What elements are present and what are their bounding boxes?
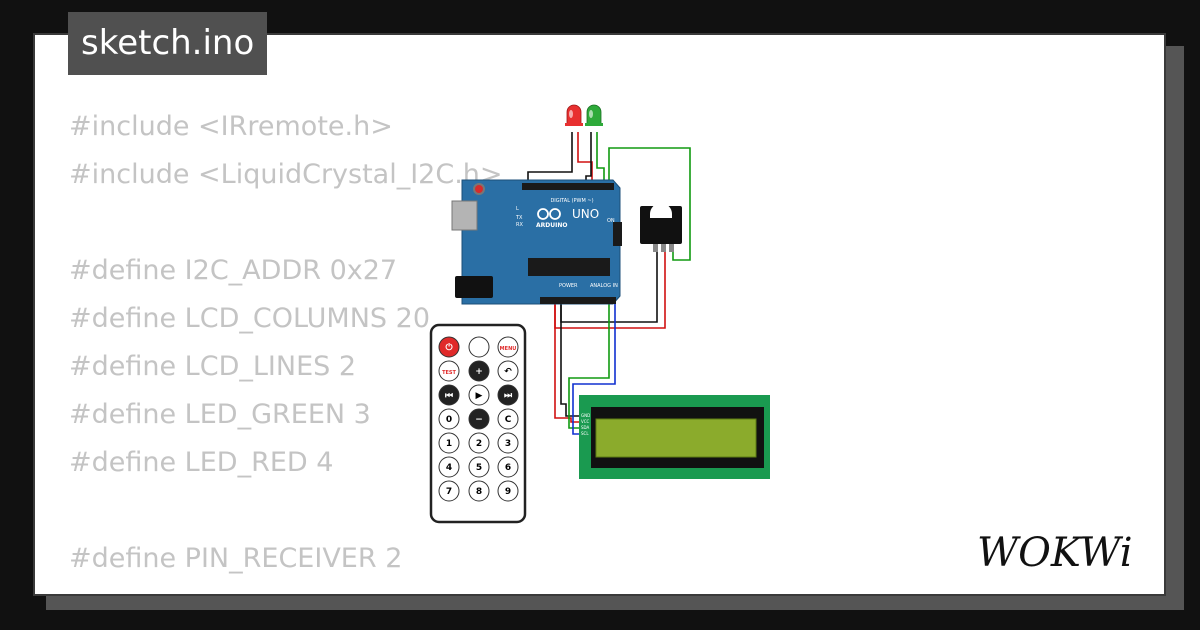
code-preview: #include <IRremote.h> #include <LiquidCry…: [69, 103, 503, 594]
power-label: POWER: [559, 283, 578, 289]
on-label: ON: [607, 218, 615, 224]
remote-button[interactable]: [468, 336, 490, 358]
remote-button[interactable]: 1: [438, 432, 460, 454]
digital-header: [522, 183, 614, 190]
wire-lcd-gnd: [560, 302, 579, 417]
tx-label: TX: [515, 215, 523, 221]
remote-button-label: 9: [505, 487, 511, 497]
remote-button-label: ↶: [504, 367, 512, 377]
ir-receiver[interactable]: [640, 203, 682, 252]
remote-button-label: ⏮: [445, 391, 453, 401]
usb-port: [451, 200, 478, 231]
remote-button[interactable]: 6: [497, 456, 519, 478]
remote-button-label: 2: [476, 439, 482, 449]
l-label: L: [516, 206, 519, 212]
remote-button[interactable]: −: [468, 408, 490, 430]
ir-remote[interactable]: ⏻ MENU TEST + ↶ ⏮ ▶ ⏭ 0 − C 1 2 3 4 5 6 7 8 9: [429, 323, 527, 524]
remote-button-label: −: [475, 415, 483, 425]
remote-button-label: C: [505, 415, 512, 425]
code-line: #define PIN_RECEIVER 2: [69, 543, 403, 574]
code-line: #define LED_GREEN 3: [69, 399, 371, 430]
wire-led-green-black: [585, 132, 592, 184]
remote-button-label: 0: [446, 415, 452, 425]
preview-card: #include <IRremote.h> #include <LiquidCry…: [33, 33, 1166, 596]
power-jack: [455, 276, 493, 298]
remote-button[interactable]: ⏮: [438, 384, 460, 406]
remote-button-label: 4: [446, 463, 452, 473]
remote-button-grid: ⏻ MENU TEST + ↶ ⏮ ▶ ⏭ 0 − C 1 2 3 4 5 6 7 8 9: [438, 336, 519, 502]
remote-button[interactable]: MENU: [497, 336, 519, 358]
remote-button-label: 3: [505, 439, 511, 449]
arduino-logo-icon: [537, 208, 561, 220]
remote-button-label: ⏻: [445, 342, 453, 353]
code-line: #define LED_RED 4: [69, 447, 334, 478]
remote-button[interactable]: 5: [468, 456, 490, 478]
remote-button-label: 1: [446, 439, 452, 449]
lcd-pin-label: SCL: [581, 431, 589, 436]
arduino-uno-board[interactable]: DIGITAL (PWM ~) UNO ARDUINO TX RX L ON P…: [451, 179, 622, 305]
led-green[interactable]: [585, 104, 603, 126]
lcd-pin-label: VCC: [581, 419, 590, 424]
remote-button[interactable]: 3: [497, 432, 519, 454]
remote-button[interactable]: ⏭: [497, 384, 519, 406]
remote-button-label: 7: [446, 487, 452, 497]
model-label: UNO: [572, 207, 599, 221]
remote-button[interactable]: 9: [497, 480, 519, 502]
remote-button-label: 6: [505, 463, 511, 473]
wire-led-red-black: [527, 132, 573, 184]
remote-button[interactable]: ↶: [497, 360, 519, 382]
wire-ir-signal: [608, 147, 691, 261]
code-line: #define LCD_LINES 2: [69, 351, 357, 382]
remote-button[interactable]: 2: [468, 432, 490, 454]
atmega-chip: [528, 258, 610, 276]
led-red[interactable]: [565, 104, 583, 126]
remote-button-label: ⏭: [504, 391, 513, 401]
wokwi-logo: WOKWi: [977, 530, 1133, 576]
remote-button[interactable]: ⏻: [438, 336, 460, 358]
analog-header: [540, 297, 616, 304]
file-name-tab: sketch.ino: [68, 12, 268, 75]
remote-button[interactable]: ▶: [468, 384, 490, 406]
lcd-screen: [595, 418, 757, 458]
remote-button[interactable]: +: [468, 360, 490, 382]
remote-button-label: +: [475, 367, 483, 377]
lcd-pin-label: GND: [581, 413, 590, 418]
remote-button[interactable]: 4: [438, 456, 460, 478]
reset-button[interactable]: [473, 183, 485, 195]
wires: [527, 132, 691, 435]
remote-button-label: MENU: [500, 346, 517, 352]
code-line: #include <IRremote.h>: [69, 111, 393, 142]
remote-button[interactable]: TEST: [438, 360, 460, 382]
wire-led-red-red: [577, 132, 593, 184]
code-line: #include <LiquidCrystal_I2C.h>: [69, 159, 503, 190]
digital-label: DIGITAL (PWM ~): [550, 198, 593, 204]
remote-button-label: 8: [476, 487, 482, 497]
remote-button[interactable]: 8: [468, 480, 490, 502]
code-line: IRrecv receiver(PIN_RECEIVER);: [69, 583, 503, 594]
code-line: #define I2C_ADDR 0x27: [69, 255, 398, 286]
brand-label: ARDUINO: [536, 222, 567, 229]
wire-lcd-vcc: [554, 302, 579, 423]
code-line: #define LCD_COLUMNS 20: [69, 303, 431, 334]
remote-button-label: TEST: [442, 370, 456, 376]
remote-button-label: 5: [476, 463, 482, 473]
remote-button[interactable]: 0: [438, 408, 460, 430]
icsp-header: [613, 222, 622, 246]
remote-button[interactable]: 7: [438, 480, 460, 502]
rx-label: RX: [516, 222, 523, 228]
wire-lcd-scl: [572, 302, 616, 435]
lcd-pin-label: SDA: [581, 425, 590, 430]
wokwi-logo-text: WOKWi: [977, 530, 1133, 576]
remote-button-label: ▶: [476, 391, 483, 401]
remote-button[interactable]: C: [497, 408, 519, 430]
wire-led-green-green: [596, 132, 605, 184]
analog-label: ANALOG IN: [590, 283, 618, 289]
